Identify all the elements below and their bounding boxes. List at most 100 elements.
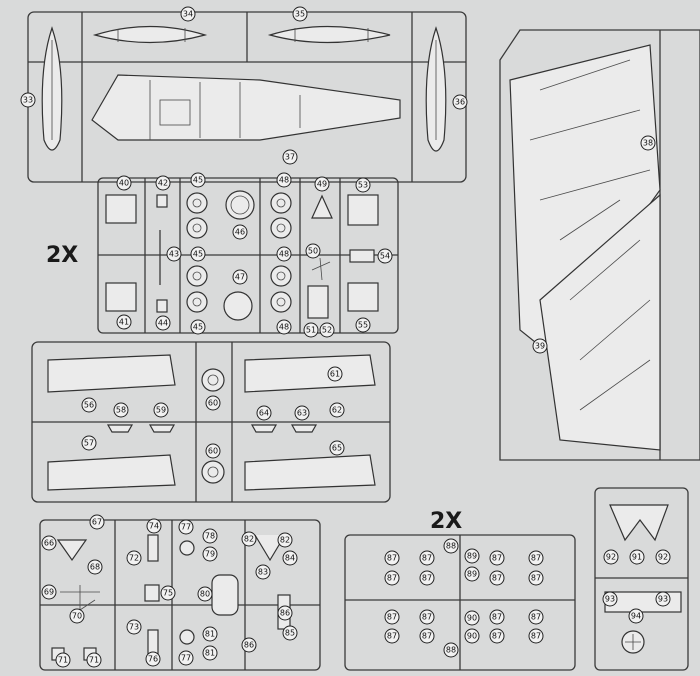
svg-text:87: 87 xyxy=(387,632,397,641)
part-number-87: 87 xyxy=(528,550,544,566)
part-number-47: 47 xyxy=(232,269,248,285)
part-number-87: 87 xyxy=(419,570,435,586)
part-number-75: 75 xyxy=(160,585,176,601)
svg-text:74: 74 xyxy=(149,522,159,531)
part-number-87: 87 xyxy=(489,628,505,644)
part-number-87: 87 xyxy=(384,570,400,586)
part-number-55: 55 xyxy=(355,317,371,333)
part-number-81: 81 xyxy=(202,626,218,642)
svg-text:87: 87 xyxy=(492,613,502,622)
part-number-42: 42 xyxy=(155,175,171,191)
part-number-87: 87 xyxy=(419,550,435,566)
svg-text:54: 54 xyxy=(380,252,390,261)
part-number-71: 71 xyxy=(55,652,71,668)
svg-text:60: 60 xyxy=(208,447,218,456)
svg-text:45: 45 xyxy=(193,250,203,259)
svg-text:37: 37 xyxy=(285,153,295,162)
svg-text:48: 48 xyxy=(279,323,289,332)
svg-text:42: 42 xyxy=(158,179,168,188)
svg-text:89: 89 xyxy=(467,570,477,579)
svg-text:87: 87 xyxy=(387,574,397,583)
svg-text:87: 87 xyxy=(492,554,502,563)
part-number-48: 48 xyxy=(276,319,292,335)
part-number-67: 67 xyxy=(89,514,105,530)
part-number-78: 78 xyxy=(202,528,218,544)
svg-text:79: 79 xyxy=(205,550,215,559)
part-36-drop-tank-right xyxy=(425,26,447,152)
svg-text:45: 45 xyxy=(193,323,203,332)
svg-text:88: 88 xyxy=(446,542,456,551)
part-number-33: 33 xyxy=(20,92,36,108)
part-number-87: 87 xyxy=(528,609,544,625)
svg-text:80: 80 xyxy=(200,590,210,599)
part-number-88: 88 xyxy=(443,538,459,554)
svg-text:89: 89 xyxy=(467,552,477,561)
part-number-70: 70 xyxy=(69,608,85,624)
svg-text:55: 55 xyxy=(358,321,368,330)
svg-text:75: 75 xyxy=(163,589,173,598)
svg-text:77: 77 xyxy=(181,523,191,532)
svg-text:87: 87 xyxy=(492,574,502,583)
svg-text:87: 87 xyxy=(422,574,432,583)
svg-text:81: 81 xyxy=(205,630,215,639)
part-number-85: 85 xyxy=(282,625,298,641)
part-number-44: 44 xyxy=(155,315,171,331)
part-number-94: 94 xyxy=(628,608,644,624)
part-33-drop-tank-left xyxy=(41,26,63,151)
bottom-right-part-shapes xyxy=(604,504,682,654)
multiplier-label-left: 2X xyxy=(46,243,78,268)
svg-text:33: 33 xyxy=(23,96,33,105)
svg-text:87: 87 xyxy=(387,554,397,563)
part-number-76: 76 xyxy=(145,651,161,667)
part-number-60: 60 xyxy=(205,443,221,459)
part-35-canopy-right xyxy=(267,25,391,44)
part-number-51: 51 xyxy=(303,322,319,338)
svg-text:78: 78 xyxy=(205,532,215,541)
svg-text:93: 93 xyxy=(605,595,615,604)
sprue-frame-middle xyxy=(31,341,391,503)
svg-text:87: 87 xyxy=(531,554,541,563)
svg-text:86: 86 xyxy=(280,609,290,618)
multiplier-label-bottom: 2X xyxy=(430,509,462,534)
svg-text:84: 84 xyxy=(285,554,295,563)
part-number-57: 57 xyxy=(81,435,97,451)
svg-text:66: 66 xyxy=(44,539,54,548)
part-number-89: 89 xyxy=(464,548,480,564)
part-number-91: 91 xyxy=(629,549,645,565)
svg-text:58: 58 xyxy=(116,406,126,415)
part-number-52: 52 xyxy=(319,322,335,338)
svg-text:87: 87 xyxy=(492,632,502,641)
part-number-64: 64 xyxy=(256,405,272,421)
svg-text:48: 48 xyxy=(279,176,289,185)
part-number-45: 45 xyxy=(190,172,206,188)
part-number-86: 86 xyxy=(241,637,257,653)
part-number-89: 89 xyxy=(464,566,480,582)
svg-text:87: 87 xyxy=(422,632,432,641)
part-39-wing-lower xyxy=(539,193,661,451)
part-number-43: 43 xyxy=(166,246,182,262)
svg-text:85: 85 xyxy=(285,629,295,638)
svg-text:73: 73 xyxy=(129,623,139,632)
svg-text:70: 70 xyxy=(72,612,82,621)
part-number-73: 73 xyxy=(126,619,142,635)
svg-text:92: 92 xyxy=(658,553,668,562)
part-number-54: 54 xyxy=(377,248,393,264)
svg-text:76: 76 xyxy=(148,655,158,664)
part-34-canopy-left xyxy=(92,25,208,44)
part-number-59: 59 xyxy=(153,402,169,418)
part-number-48: 48 xyxy=(276,246,292,262)
svg-text:34: 34 xyxy=(183,10,193,19)
part-number-68: 68 xyxy=(87,559,103,575)
svg-text:68: 68 xyxy=(90,563,100,572)
svg-text:87: 87 xyxy=(531,613,541,622)
part-number-87: 87 xyxy=(419,609,435,625)
svg-text:82: 82 xyxy=(244,535,254,544)
svg-text:71: 71 xyxy=(58,656,68,665)
part-number-84: 84 xyxy=(282,550,298,566)
svg-text:87: 87 xyxy=(387,613,397,622)
svg-text:53: 53 xyxy=(358,181,368,190)
part-37-fuselage-half xyxy=(91,74,401,141)
part-number-87: 87 xyxy=(489,609,505,625)
part-number-87: 87 xyxy=(419,628,435,644)
